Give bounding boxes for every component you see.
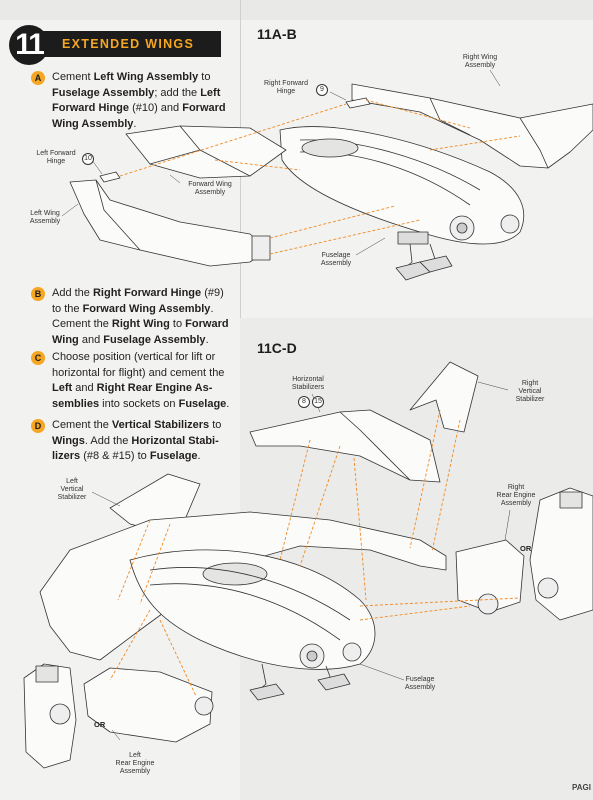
step-number-badge: 11 [9, 25, 49, 65]
instruction-b-letter: B [31, 287, 45, 301]
callout-horizontal-stabilizers-num-15: 15 [312, 396, 324, 408]
instruction-c-letter: C [31, 351, 45, 365]
section-label-11c-d: 11C-D [257, 340, 297, 356]
callout-left-forward-hinge-num: 10 [82, 153, 94, 165]
step-title: EXTENDED WINGS [40, 31, 221, 57]
instruction-c-text: Choose position (vertical for lift or ho… [52, 351, 230, 410]
instruction-d-letter: D [31, 419, 45, 433]
horizontal-stabilizers-shape [249, 409, 441, 483]
guide-lines-top [119, 99, 521, 255]
page-label: PAGI [572, 783, 591, 792]
main-wing-shape [39, 511, 447, 661]
instruction-a: A Cement Left Wing Assembly to Fuselage … [31, 70, 232, 132]
callout-horizontal-stabilizers-num-8: 8 [298, 396, 310, 408]
guide-lines-bottom [109, 409, 521, 697]
instruction-a-letter: A [31, 71, 45, 85]
instruction-d: D Cement the Vertical Stabilizers to Win… [31, 418, 234, 465]
or-label-left: OR [94, 720, 106, 729]
instruction-d-text: Cement the Vertical Stabilizers to Wings… [52, 419, 222, 462]
right-vertical-stabilizer-shape [409, 361, 479, 433]
forward-wing-shape [125, 125, 287, 179]
left-forward-hinge-shape [99, 171, 121, 183]
instruction-b-text: Add the Right Forward Hinge (#9) to the … [52, 287, 229, 346]
right-wing-shape [351, 83, 593, 169]
section-label-11a-b: 11A-B [257, 26, 297, 42]
top-band [0, 0, 593, 20]
callout-leaders-top [61, 69, 501, 256]
instruction-a-text: Cement Left Wing Assembly to Fuselage As… [52, 71, 226, 130]
instruction-b: B Add the Right Forward Hinge (#9) to th… [31, 286, 234, 348]
callout-right-forward-hinge-num: 9 [316, 84, 328, 96]
or-label-right: OR [520, 544, 532, 553]
right-forward-hinge-shape [345, 97, 371, 109]
instruction-c: C Choose position (vertical for lift or … [31, 350, 234, 412]
right-rear-engine-horizontal-shape [455, 539, 525, 613]
left-rear-engine-horizontal-shape [83, 667, 213, 743]
